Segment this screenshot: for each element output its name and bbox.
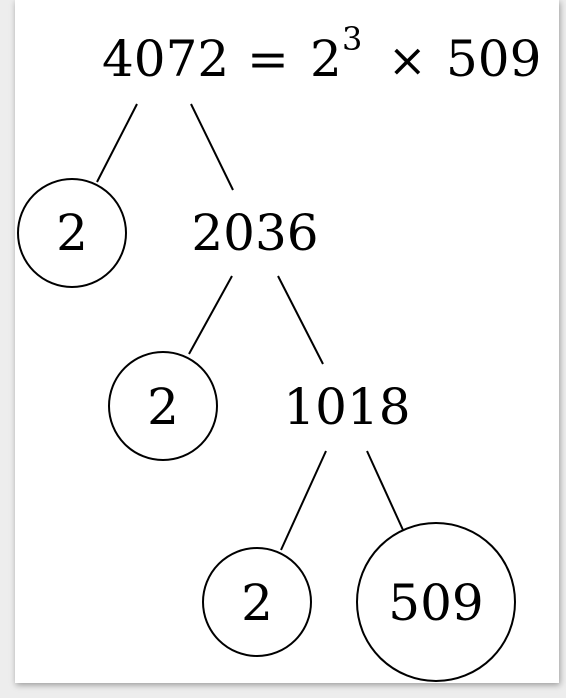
exponent-three: 3 bbox=[342, 20, 362, 58]
prime-circle-509 bbox=[356, 522, 516, 682]
prime-label-2-level-1: 2 bbox=[56, 204, 88, 262]
prime-circle-2-level-3 bbox=[202, 547, 312, 657]
times-sign: × bbox=[388, 33, 427, 87]
edge-4072-to-2 bbox=[96, 103, 138, 183]
prime-circle-2-level-2 bbox=[108, 351, 218, 461]
composite-2036: 2036 bbox=[191, 204, 318, 262]
root-number: 4072 bbox=[102, 30, 229, 88]
edge-4072-to-2036 bbox=[190, 103, 234, 191]
prime-509-header: 509 bbox=[446, 30, 541, 88]
prime-label-2-level-3: 2 bbox=[241, 574, 273, 632]
prime-circle-2-level-1 bbox=[17, 178, 127, 288]
edge-2036-to-2 bbox=[188, 275, 233, 355]
prime-label-509: 509 bbox=[388, 574, 483, 632]
base-two: 2 bbox=[310, 30, 342, 88]
prime-label-2-level-2: 2 bbox=[147, 378, 179, 436]
edge-2036-to-1018 bbox=[277, 275, 324, 365]
edge-1018-to-2 bbox=[280, 450, 327, 551]
equals-sign: = bbox=[247, 30, 289, 88]
edge-1018-to-509 bbox=[366, 450, 404, 531]
composite-1018: 1018 bbox=[283, 378, 410, 436]
